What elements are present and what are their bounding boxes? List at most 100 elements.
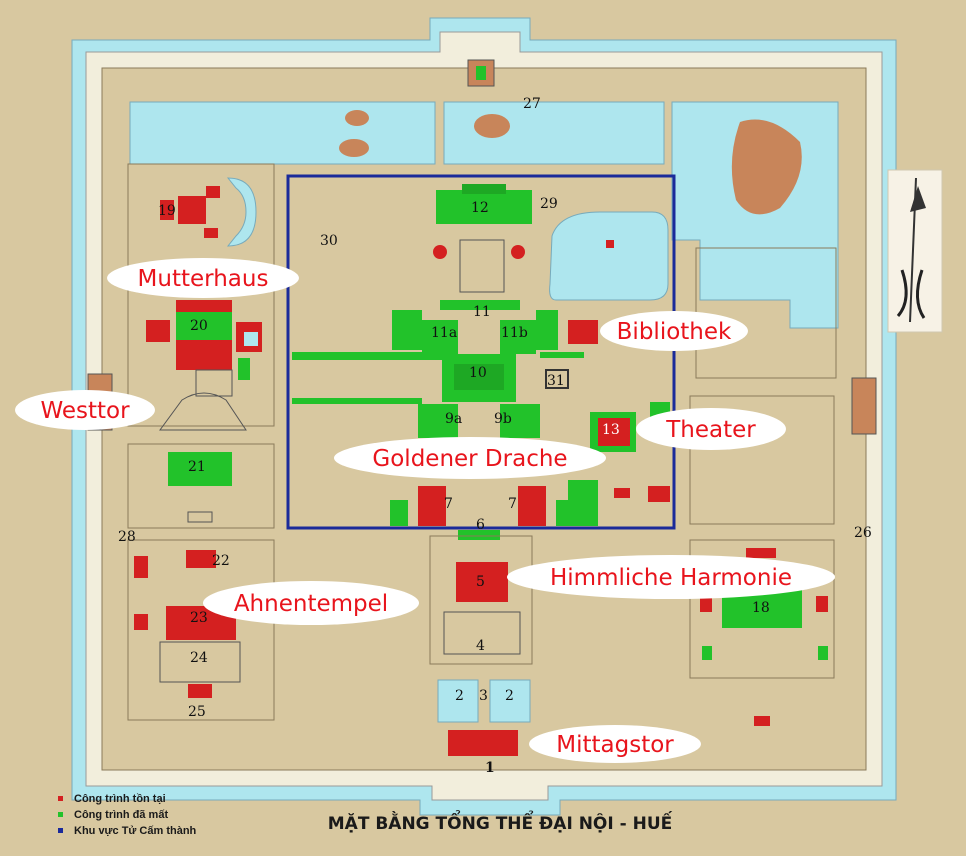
west-compound-22-25	[127, 539, 275, 721]
building-11a-west	[392, 310, 422, 350]
building-20-north	[176, 300, 232, 312]
pond-29	[549, 211, 669, 301]
forbidden-city-boundary	[286, 174, 676, 530]
callout-himmliche-harmonie: Himmliche Harmonie	[507, 555, 835, 599]
west-compound-21	[127, 443, 275, 529]
pond-island-4	[731, 119, 802, 215]
building-20-lost	[238, 358, 250, 380]
label-12: 12	[471, 200, 489, 216]
court-5	[429, 535, 533, 665]
north-pond-middle	[443, 101, 665, 165]
legend-swatch-existing	[58, 796, 63, 801]
label-1: 1	[485, 760, 495, 776]
building-9a	[418, 404, 458, 438]
label-19: 19	[158, 203, 176, 219]
label-3: 3	[479, 688, 488, 704]
label-30: 30	[320, 233, 338, 249]
callout-westtor: Westtor	[15, 390, 155, 430]
building-18-north	[746, 548, 776, 558]
east-corridor	[540, 352, 584, 358]
building-7-west-wing	[390, 500, 408, 526]
label-27: 27	[523, 96, 541, 112]
theater-south-small	[614, 488, 630, 498]
label-23: 23	[190, 610, 208, 626]
building-13-sw	[568, 480, 598, 526]
label-20: 20	[190, 318, 208, 334]
compound-20-pool	[244, 332, 258, 346]
label-11: 11	[473, 304, 491, 320]
east-compound-mid	[689, 395, 835, 525]
building-20-west	[146, 320, 170, 342]
pond-island-3	[474, 114, 510, 138]
compass-tail-icon	[896, 269, 926, 319]
building-18-se	[818, 646, 828, 660]
compound-20-front	[159, 392, 247, 431]
callout-bibliothek: Bibliothek	[600, 311, 748, 351]
building-11b	[500, 320, 536, 354]
building-12	[436, 190, 532, 224]
pond-island-1	[345, 110, 369, 126]
callout-mutterhaus-text: Mutterhaus	[138, 266, 269, 292]
label-7-left: 7	[444, 496, 453, 512]
building-5	[456, 562, 508, 602]
building-22	[186, 550, 216, 568]
legend-existing: Công trình tồn tại	[74, 793, 166, 805]
label-29: 29	[540, 196, 558, 212]
pavilion-east	[511, 245, 525, 259]
building-1	[448, 730, 518, 756]
building-21	[168, 452, 232, 486]
building-6	[458, 530, 500, 540]
label-31: 31	[547, 373, 565, 389]
label-7-right: 7	[508, 496, 517, 512]
map-title: MẶT BẰNG TỔNG THỂ ĐẠI NỘI - HUẾ	[328, 809, 673, 834]
building-23-west	[134, 614, 148, 630]
north-gate-pavilion	[476, 66, 486, 80]
building-12-courtyard	[459, 239, 505, 293]
label-4: 4	[476, 638, 485, 654]
label-18: 18	[752, 600, 770, 616]
label-26: 26	[854, 525, 872, 541]
building-11-north	[440, 300, 520, 310]
label-11b: 11b	[501, 325, 528, 341]
pond-29-pavilion	[606, 240, 614, 248]
courtyard-4	[443, 611, 521, 655]
building-7-east-wing	[556, 500, 570, 526]
building-19	[178, 196, 206, 224]
east-gate	[851, 377, 877, 435]
building-20	[176, 312, 232, 340]
building-21-gate	[187, 511, 213, 523]
label-2-east: 2	[505, 688, 514, 704]
label-9b: 9b	[494, 411, 512, 427]
building-19b	[206, 186, 220, 198]
legend-lost: Công trình đã mất	[74, 809, 168, 821]
compound-24-court	[159, 641, 241, 683]
label-10: 10	[469, 365, 487, 381]
callout-bibliothek-text: Bibliothek	[617, 319, 732, 345]
building-12-roof	[462, 184, 506, 194]
callout-theater: Theater	[636, 408, 786, 450]
building-31	[545, 369, 569, 389]
theater-south	[648, 486, 670, 502]
label-13: 13	[602, 422, 620, 438]
building-19c	[204, 228, 218, 238]
pool-2-west	[437, 679, 479, 723]
building-25	[188, 684, 212, 698]
pool-2-east	[489, 679, 531, 723]
legend: Công trình tồn tại Công trình đã mất Khu…	[58, 793, 197, 837]
label-28: 28	[118, 529, 136, 545]
label-6: 6	[476, 517, 485, 533]
label-11a: 11a	[431, 325, 457, 341]
building-7-right	[518, 486, 546, 526]
callout-mittagstor-text: Mittagstor	[556, 732, 674, 758]
building-18-sw	[702, 646, 712, 660]
building-20-south	[176, 340, 232, 370]
building-13	[598, 418, 630, 446]
pavilion-west	[433, 245, 447, 259]
building-11b-east	[536, 310, 558, 350]
legend-swatch-lost	[58, 812, 63, 817]
callout-himmliche-harmonie-text: Himmliche Harmonie	[550, 565, 792, 591]
legend-forbidden: Khu vực Tử Cấm thành	[74, 825, 197, 837]
west-corridor-2	[292, 398, 422, 404]
